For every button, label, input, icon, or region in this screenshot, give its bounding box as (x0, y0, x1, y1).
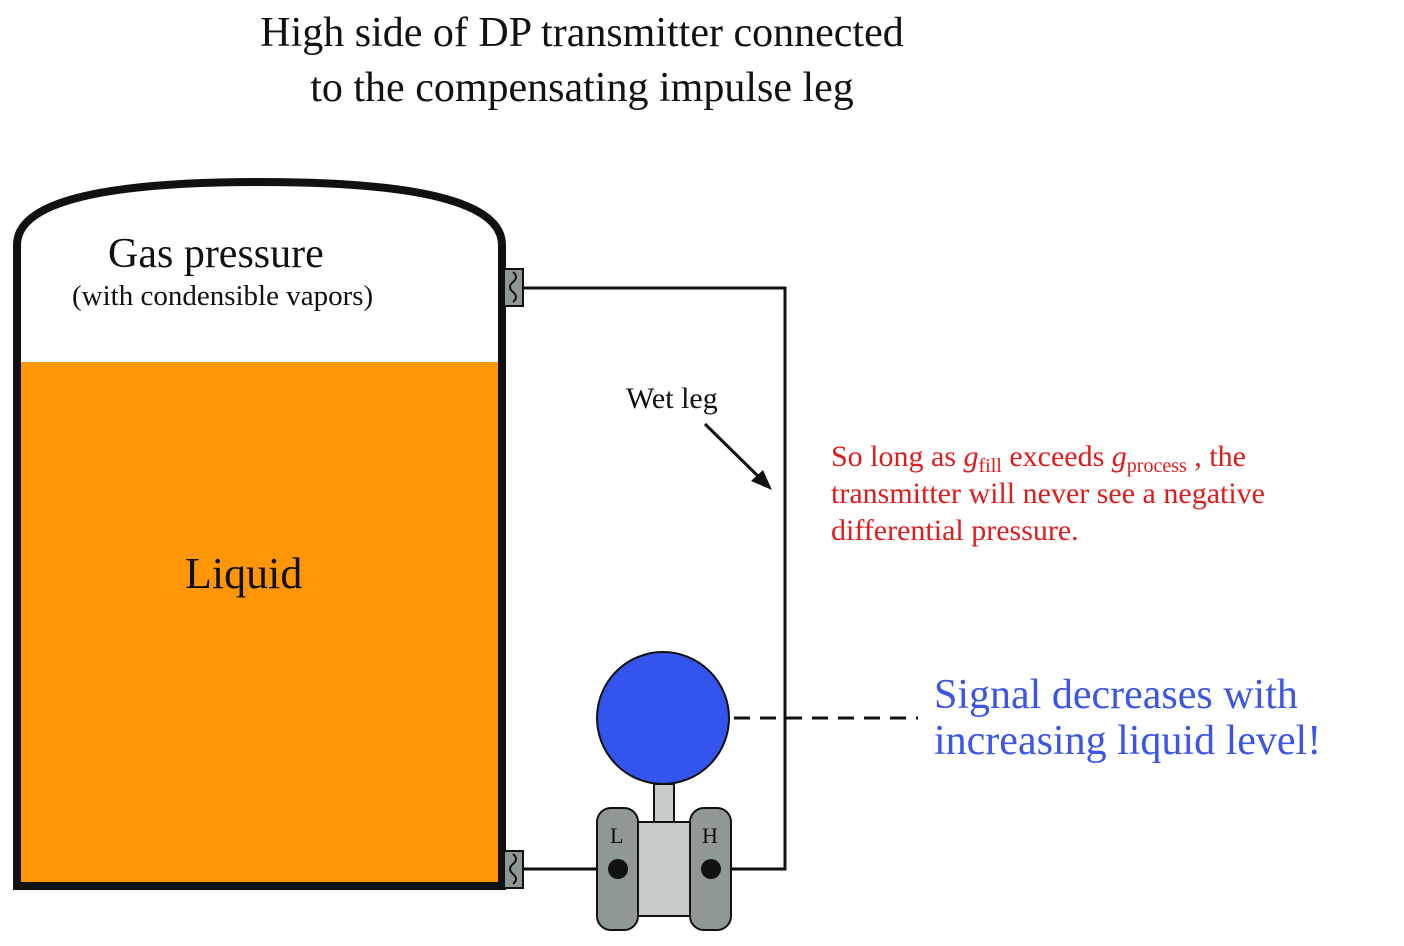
fill-density-note: So long as gfill exceeds gprocess , the … (831, 438, 1265, 549)
note-line-2: transmitter will never see a negative (831, 477, 1265, 510)
low-port-label: L (610, 823, 624, 848)
wet-leg-label: Wet leg (626, 382, 718, 415)
wet-leg-arrow (703, 422, 772, 490)
dp-transmitter (596, 651, 732, 931)
transmitter-head (596, 651, 730, 785)
high-port-dot (701, 859, 721, 879)
signal-behavior-note: Signal decreases with increasing liquid … (934, 672, 1321, 764)
note-line-3: differential pressure. (831, 514, 1079, 547)
tank-vessel (13, 177, 506, 890)
high-port-label: H (702, 823, 718, 848)
condensible-vapors-label: (with condensible vapors) (72, 280, 374, 312)
note-line-1: So long as gfill exceeds gprocess , the (831, 440, 1246, 477)
liquid-label: Liquid (185, 549, 303, 598)
transmitter-neck (653, 783, 675, 825)
transmitter-body (634, 821, 696, 917)
title-line-1: High side of DP transmitter connected (260, 10, 904, 56)
liquid-fill (17, 362, 502, 886)
upper-tap (503, 268, 524, 307)
diagram-title: High side of DP transmitter connected to… (0, 6, 1164, 116)
gas-pressure-label: Gas pressure (108, 231, 324, 277)
lower-tap (503, 850, 524, 889)
title-line-2: to the compensating impulse leg (310, 65, 854, 111)
signal-line-2: increasing liquid level! (934, 718, 1322, 764)
low-port-dot (608, 859, 628, 879)
signal-line-1: Signal decreases with (934, 672, 1298, 718)
wet-leg-line (523, 286, 787, 871)
